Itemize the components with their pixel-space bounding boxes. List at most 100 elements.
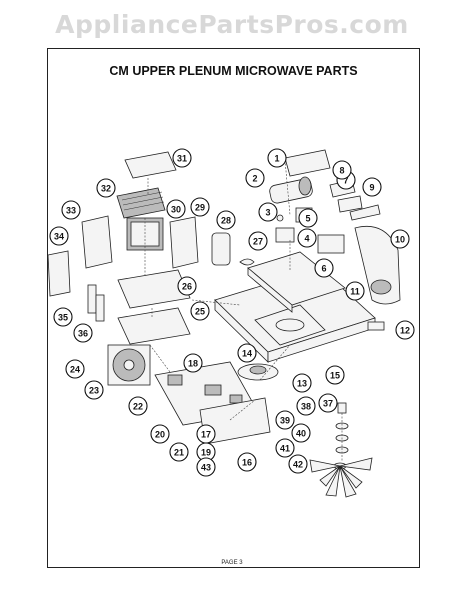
- callout-27: 27: [248, 231, 268, 251]
- motor-part-13: [237, 363, 279, 381]
- callout-17: 17: [196, 424, 216, 444]
- callout-label: 20: [155, 430, 165, 440]
- watermark: AppliancePartsPros.com: [55, 10, 409, 39]
- callout-3: 3: [258, 202, 278, 222]
- leader-lines: [144, 159, 343, 462]
- callout-label: 9: [369, 183, 374, 193]
- heatsink-part-32: [116, 187, 166, 219]
- callout-9: 9: [362, 177, 382, 197]
- callout-29: 29: [190, 197, 210, 217]
- callout-label: 7: [343, 176, 348, 186]
- callout-39: 39: [275, 410, 295, 430]
- callout-label: 24: [70, 365, 80, 375]
- page-title: CM UPPER PLENUM MICROWAVE PARTS: [109, 64, 358, 78]
- callout-43: 43: [196, 457, 216, 477]
- callout-label: 25: [195, 307, 205, 317]
- bracket-part-9: [349, 204, 381, 221]
- callout-12: 12: [395, 320, 415, 340]
- callout-label: 22: [133, 402, 143, 412]
- callout-label: 2: [252, 174, 257, 184]
- callout-30: 30: [166, 199, 186, 219]
- callout-22: 22: [128, 396, 148, 416]
- callout-5: 5: [298, 208, 318, 228]
- callout-28: 28: [216, 210, 236, 230]
- callout-14: 14: [237, 343, 257, 363]
- callout-41: 41: [275, 438, 295, 458]
- filter-part-26: [117, 269, 191, 309]
- callout-31: 31: [172, 148, 192, 168]
- callout-8: 8: [332, 160, 352, 180]
- callout-label: 29: [195, 203, 205, 213]
- callout-label: 30: [171, 205, 181, 215]
- callout-label: 38: [301, 402, 311, 412]
- fuse-part-4: [275, 227, 295, 243]
- magnetron-part: [269, 176, 313, 204]
- panel-part-34: [47, 250, 71, 297]
- callout-label: 4: [304, 234, 309, 244]
- panel-part-33: [81, 215, 113, 269]
- callout-20: 20: [150, 424, 170, 444]
- panel-part-29: [169, 216, 199, 269]
- callout-label: 21: [174, 448, 184, 458]
- callout-label: 17: [201, 430, 211, 440]
- callout-label: 31: [177, 154, 187, 164]
- callout-21: 21: [169, 442, 189, 462]
- callout-42: 42: [288, 454, 308, 474]
- callout-33: 33: [61, 200, 81, 220]
- callout-32: 32: [96, 178, 116, 198]
- callout-15: 15: [325, 365, 345, 385]
- callout-38: 38: [296, 396, 316, 416]
- callout-label: 40: [296, 429, 306, 439]
- callout-16: 16: [237, 452, 257, 472]
- callout-label: 34: [54, 232, 64, 242]
- callout-23: 23: [84, 380, 104, 400]
- stirrer-blade-part-42: [309, 457, 373, 498]
- callout-label: 33: [66, 206, 76, 216]
- callout-label: 39: [280, 416, 290, 426]
- callout-11: 11: [345, 281, 365, 301]
- callout-label: 41: [280, 444, 290, 454]
- callout-40: 40: [291, 423, 311, 443]
- page-number: PAGE 3: [221, 560, 243, 566]
- capacitor-part-28: [211, 232, 231, 266]
- clip-part-27: [239, 258, 255, 266]
- callout-24: 24: [65, 359, 85, 379]
- callout-10: 10: [390, 229, 410, 249]
- callout-label: 37: [323, 399, 333, 409]
- blower-housing: [354, 225, 401, 305]
- callout-label: 1: [274, 154, 279, 164]
- callout-label: 23: [89, 386, 99, 396]
- diagram-frame: [47, 48, 420, 568]
- cover-plate: [247, 251, 346, 313]
- callout-label: 6: [321, 264, 326, 274]
- callout-label: 14: [242, 349, 252, 359]
- callout-2: 2: [245, 168, 265, 188]
- callout-label: 10: [395, 235, 405, 245]
- callout-label: 11: [350, 287, 360, 297]
- callout-25: 25: [190, 301, 210, 321]
- callout-label: 36: [78, 329, 88, 339]
- callout-label: 5: [305, 214, 310, 224]
- fan-part-24: [107, 344, 151, 386]
- callout-label: 32: [101, 184, 111, 194]
- clip-part-12: [367, 321, 385, 331]
- bracket-part-1: [284, 149, 331, 177]
- callout-4: 4: [297, 228, 317, 248]
- callout-label: 35: [58, 313, 68, 323]
- screw-part-3: [276, 214, 284, 222]
- callout-label: 18: [188, 359, 198, 369]
- block-part-6: [317, 234, 345, 254]
- callout-34: 34: [49, 226, 69, 246]
- callout-37: 37: [318, 393, 338, 413]
- callout-6: 6: [314, 258, 334, 278]
- callout-35: 35: [53, 307, 73, 327]
- callout-36: 36: [73, 323, 93, 343]
- bracket-part-36: [95, 294, 105, 322]
- callout-18: 18: [183, 353, 203, 373]
- filter-part-25: [117, 307, 191, 345]
- callout-label: 28: [221, 216, 231, 226]
- cover-part-31: [124, 151, 177, 179]
- callout-label: 27: [253, 237, 263, 247]
